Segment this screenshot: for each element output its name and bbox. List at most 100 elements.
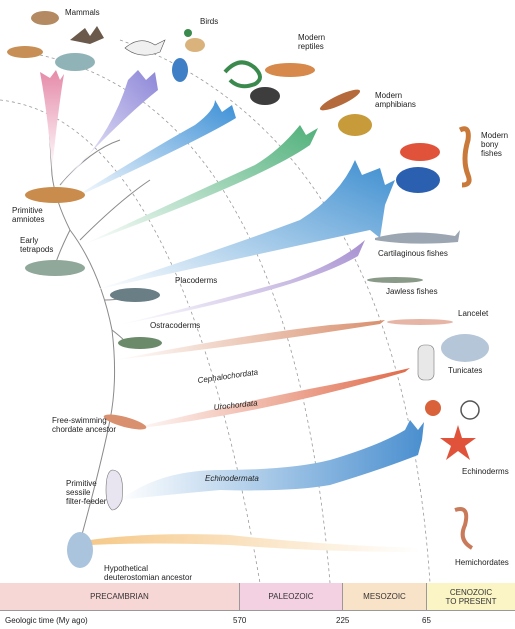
phylogeny-svg: Mammals Birds Modern reptiles Modern amp…	[0, 8, 510, 584]
amphibian-salamander-icon	[319, 89, 361, 111]
label-hemichordates: Hemichordates	[455, 558, 509, 567]
label-modern-reptiles-1: Modern	[298, 33, 325, 42]
label-sessile-2: sessile	[66, 488, 91, 497]
sea-star-icon	[440, 425, 476, 460]
label-echinoderms: Echinoderms	[462, 467, 509, 476]
tetrapod-icon	[25, 260, 85, 276]
label-modern-bony-fishes: Modern bony fishes	[481, 131, 510, 158]
era-cenozoic-label: CENOZOIC TO PRESENT	[445, 587, 497, 606]
tick-570: 570	[233, 616, 247, 625]
lineage-spindles	[40, 70, 424, 552]
label-bony-2: bony	[481, 140, 498, 149]
deuterostome-ancestor-icon	[67, 532, 93, 568]
label-amniotes-2: amniotes	[12, 215, 44, 224]
tunicate-larva-icon	[441, 334, 489, 362]
bird-gannet-icon	[124, 39, 166, 56]
mammal-manatee-icon	[55, 53, 95, 71]
spindle-bony	[95, 160, 395, 290]
tick-65: 65	[422, 616, 431, 625]
era-cenozoic: CENOZOIC TO PRESENT	[427, 583, 515, 610]
spindle-reptiles	[70, 100, 236, 200]
bird-duck-icon	[185, 38, 205, 52]
organisms	[7, 11, 489, 568]
fish-squirrelfish-icon	[400, 143, 440, 161]
label-echinodermata: Echinodermata	[205, 474, 259, 483]
label-early-tetrapods: Early tetrapods	[20, 236, 53, 254]
label-amniotes-1: Primitive	[12, 206, 43, 215]
tunicate-sessile-icon	[417, 344, 435, 381]
sea-urchin-icon	[425, 400, 441, 416]
label-modern-amphibians-1: Modern	[375, 91, 402, 100]
label-bony-1: Modern	[481, 131, 508, 140]
label-tetrapods-2: tetrapods	[20, 245, 53, 254]
fish-surgeonfish-icon	[396, 167, 440, 193]
label-tunicates: Tunicates	[448, 366, 482, 375]
label-modern-amphibians-2: amphibians	[375, 100, 416, 109]
era-mesozoic: MESOZOIC	[343, 583, 427, 610]
spindle-birds	[60, 70, 158, 185]
label-sessile-1: Primitive	[66, 479, 97, 488]
stem-amph	[79, 179, 151, 241]
acorn-worm-icon	[454, 507, 474, 550]
label-hypothetical-1: Hypothetical	[104, 564, 148, 573]
label-hypothetical-2: deuterostomian ancestor	[104, 573, 192, 582]
spindle-mammals	[40, 70, 64, 170]
era-paleozoic: PALEOZOIC	[240, 583, 343, 610]
bird-duck-head-icon	[184, 29, 192, 37]
tick-225: 225	[336, 616, 350, 625]
reptile-lizard-icon	[265, 63, 315, 77]
reptile-snake-icon	[223, 60, 262, 89]
label-lancelet: Lancelet	[458, 309, 489, 318]
lamprey-icon	[367, 277, 423, 283]
spindle-amphibians	[82, 125, 318, 245]
arc-225	[39, 54, 331, 584]
label-modern-reptiles: Modern reptiles	[298, 33, 327, 51]
label-primitive-sessile: Primitive sessile filter-feeder	[66, 479, 107, 506]
mammal-bat-icon	[70, 26, 104, 44]
label-free-swimming: Free-swimming chordate ancestor	[52, 416, 116, 434]
era-precambrian-label: PRECAMBRIAN	[90, 592, 149, 601]
label-modern-amphibians: Modern amphibians	[375, 91, 416, 109]
label-mammals: Mammals	[65, 8, 100, 17]
ostracoderm-icon	[118, 337, 162, 349]
label-cartilaginous-fishes: Cartilaginous fishes	[378, 249, 448, 258]
label-ostracoderms: Ostracoderms	[150, 321, 200, 330]
label-birds: Birds	[200, 17, 218, 26]
label-cephalochordata: Cephalochordata	[197, 368, 259, 385]
label-sessile-3: filter-feeder	[66, 497, 107, 506]
label-placoderms: Placoderms	[175, 276, 217, 285]
amphibian-frog-icon	[338, 114, 372, 136]
label-tetrapods-1: Early	[20, 236, 38, 245]
fish-seahorse-icon	[458, 126, 472, 188]
label-free-swimming-2: chordate ancestor	[52, 425, 116, 434]
spindle-echinoderm	[120, 420, 424, 500]
label-jawless-fishes: Jawless fishes	[386, 287, 438, 296]
amniote-icon	[25, 187, 85, 203]
timeline-row: Geologic time (My ago) 570 225 65	[0, 610, 515, 629]
placoderm-icon	[110, 288, 160, 302]
stem-birds	[59, 139, 121, 186]
mammal-mole-icon	[31, 11, 59, 25]
timeline-caption: Geologic time (My ago)	[5, 616, 88, 625]
spindle-hemichordate	[90, 534, 420, 552]
spindle-lancelet	[115, 320, 385, 360]
spindle-tunicate	[125, 368, 410, 430]
label-hypothetical: Hypothetical deuterostomian ancestor	[104, 564, 192, 582]
reptile-turtle-icon	[250, 87, 280, 105]
main-stem	[51, 174, 116, 561]
era-paleozoic-label: PALEOZOIC	[268, 592, 314, 601]
era-mesozoic-label: MESOZOIC	[363, 592, 406, 601]
stem-tetrapod	[54, 229, 71, 266]
chordate-ancestor-icon	[103, 414, 147, 430]
bird-kingfisher-icon	[172, 58, 188, 82]
mammal-weasel-icon	[7, 46, 43, 58]
lancelet-icon	[387, 319, 453, 325]
sessile-filter-feeder-icon	[105, 469, 123, 511]
crinoid-icon	[460, 400, 480, 420]
label-bony-3: fishes	[481, 149, 502, 158]
era-precambrian: PRECAMBRIAN	[0, 583, 240, 610]
label-free-swimming-1: Free-swimming	[52, 416, 107, 425]
label-modern-reptiles-2: reptiles	[298, 42, 324, 51]
shark-icon	[375, 230, 460, 244]
